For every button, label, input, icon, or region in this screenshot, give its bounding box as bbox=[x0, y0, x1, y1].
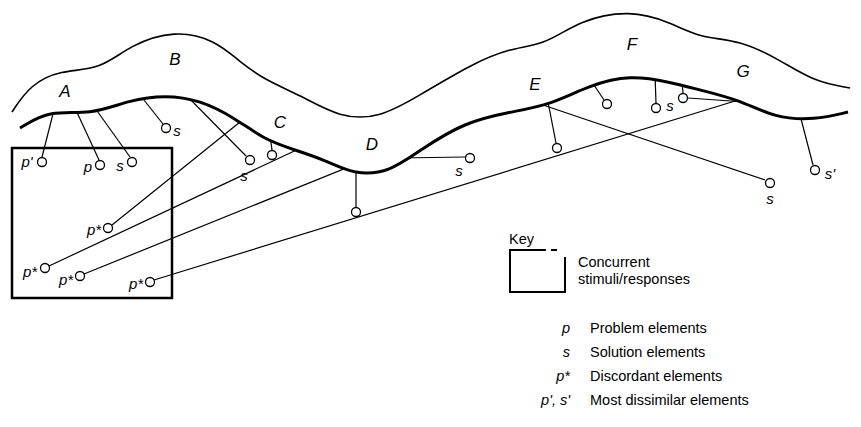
element-label: p bbox=[84, 158, 92, 175]
element-label: s' bbox=[825, 165, 835, 182]
leader-line bbox=[75, 108, 99, 160]
element-label: s bbox=[173, 122, 181, 139]
region-letter: G bbox=[736, 62, 749, 82]
region-letter: A bbox=[59, 82, 70, 102]
element-label: p* bbox=[87, 221, 101, 238]
element-circle bbox=[553, 144, 562, 153]
element-circle bbox=[76, 272, 85, 281]
element-circle bbox=[811, 166, 820, 175]
leader-line bbox=[540, 104, 765, 180]
element-label: p* bbox=[129, 275, 143, 292]
leader-line bbox=[49, 146, 305, 266]
key-swatch bbox=[510, 250, 565, 292]
element-circle bbox=[104, 224, 113, 233]
element-circle bbox=[603, 100, 612, 109]
legend-text: Discordant elements bbox=[590, 368, 722, 385]
leader-line bbox=[95, 108, 130, 157]
leader-line bbox=[355, 168, 356, 207]
element-circle bbox=[96, 161, 105, 170]
element-label: s bbox=[455, 162, 463, 179]
band-bottom-edge bbox=[20, 78, 848, 173]
element-circle bbox=[766, 179, 775, 188]
element-circle bbox=[128, 158, 137, 167]
legend-symbol: p', s' bbox=[541, 392, 570, 409]
legend-text: Problem elements bbox=[590, 320, 707, 337]
region-letter: D bbox=[366, 135, 378, 155]
region-letter: F bbox=[627, 35, 637, 55]
element-circle bbox=[268, 151, 277, 160]
element-label: p* bbox=[23, 263, 37, 280]
element-label: s bbox=[116, 157, 124, 174]
element-label: p* bbox=[59, 271, 73, 288]
element-circle bbox=[41, 264, 50, 273]
element-circle bbox=[146, 278, 155, 287]
element-circle bbox=[246, 156, 255, 165]
legend-symbol: s bbox=[563, 344, 570, 361]
element-label: s bbox=[766, 190, 774, 207]
element-circle bbox=[679, 94, 688, 103]
leader-line bbox=[800, 115, 813, 165]
band-top-edge bbox=[12, 14, 850, 117]
element-circle bbox=[466, 154, 475, 163]
element-circle bbox=[38, 158, 47, 167]
element-label: p' bbox=[21, 153, 32, 170]
element-circle bbox=[352, 208, 361, 217]
legend-symbol: p bbox=[562, 320, 570, 337]
region-letter: C bbox=[274, 113, 286, 133]
region-letter: B bbox=[169, 50, 180, 70]
element-circle bbox=[652, 104, 661, 113]
legend-symbol: p* bbox=[556, 368, 570, 385]
leader-line bbox=[112, 118, 245, 225]
legend-text: Concurrent stimuli/responses bbox=[578, 254, 706, 287]
region-letter: E bbox=[529, 75, 540, 95]
element-circles bbox=[38, 94, 820, 287]
key-swatch-dash bbox=[551, 249, 557, 251]
element-circle bbox=[162, 124, 171, 133]
legend-text: Most dissimilar elements bbox=[590, 392, 749, 409]
legend-heading: Key bbox=[509, 231, 534, 248]
element-label: s bbox=[240, 167, 248, 184]
legend-text: Solution elements bbox=[590, 344, 705, 361]
concurrent-box bbox=[12, 148, 172, 298]
element-label: s bbox=[666, 97, 674, 114]
